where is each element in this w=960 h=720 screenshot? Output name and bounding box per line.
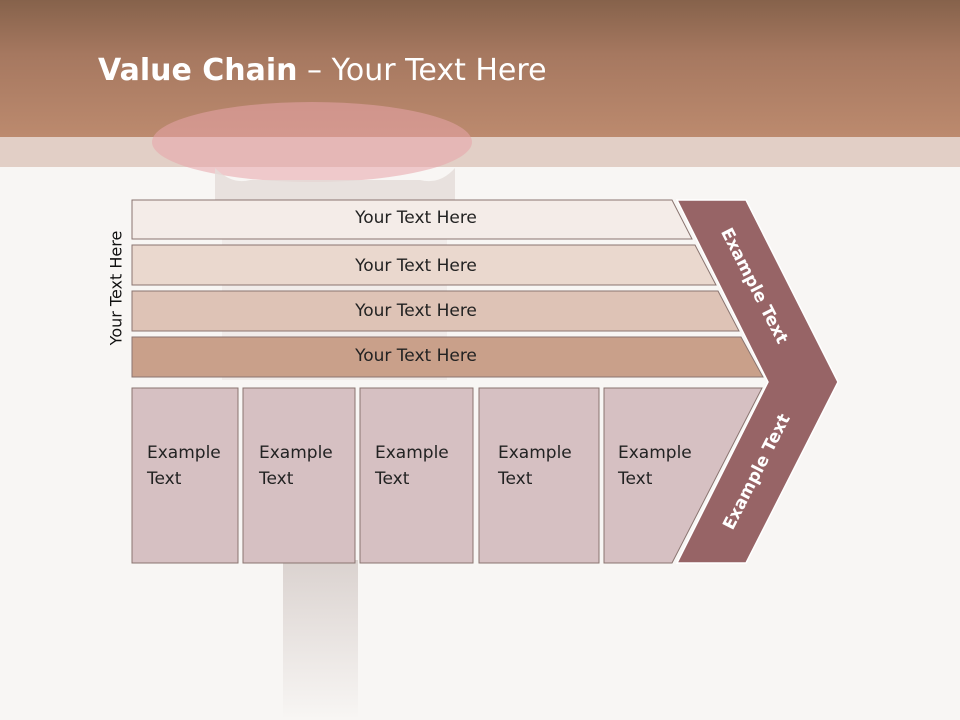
column-3 xyxy=(359,387,474,564)
bar-1-label: Your Text Here xyxy=(355,208,477,228)
column-2 xyxy=(242,387,356,564)
bar-3 xyxy=(131,290,740,332)
bar-3-label: Your Text Here xyxy=(355,301,477,321)
bar-2 xyxy=(131,244,717,286)
bar-4-label: Your Text Here xyxy=(355,346,477,366)
bar-2-label: Your Text Here xyxy=(355,256,477,276)
chevron-arrow xyxy=(675,199,839,564)
column-1 xyxy=(131,387,239,564)
bar-4 xyxy=(131,336,764,378)
header-banner xyxy=(0,0,960,137)
reflection-fade xyxy=(0,563,960,720)
bar-1 xyxy=(131,199,693,240)
page-title: Value Chain – Your Text Here xyxy=(98,53,547,88)
column-4 xyxy=(478,387,600,564)
